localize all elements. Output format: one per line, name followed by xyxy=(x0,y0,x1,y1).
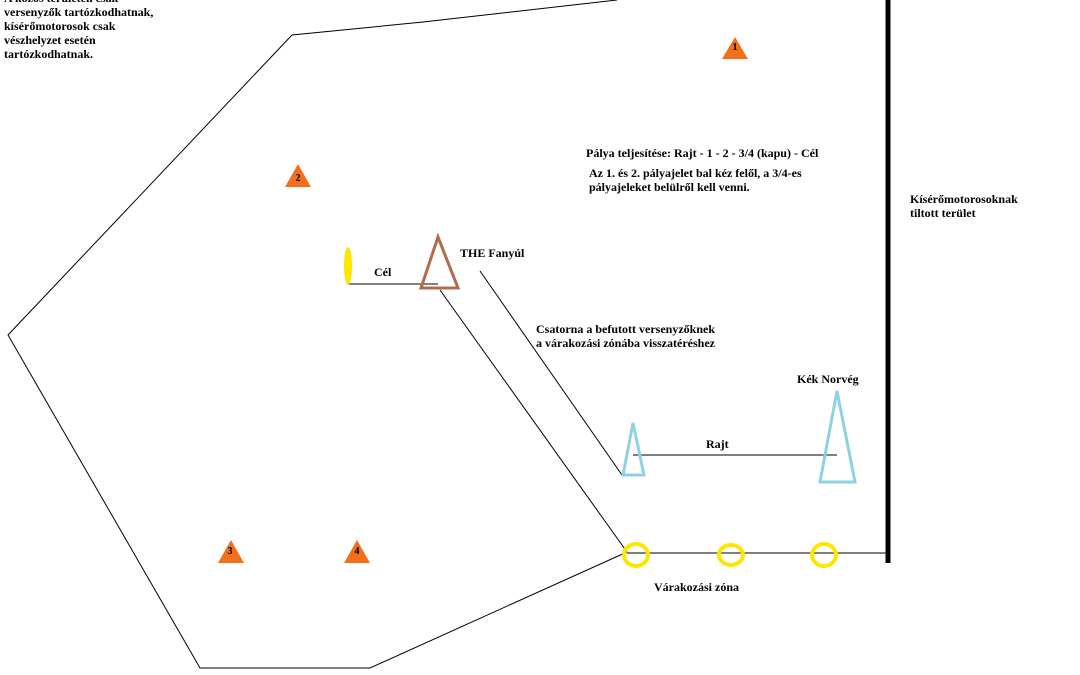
waiting-zone-label: Várakozási zóna xyxy=(654,580,739,594)
marker-number-4: 4 xyxy=(354,546,360,557)
finish-cone-fanyul xyxy=(418,232,461,290)
forbidden-area-line-1: Kísérőmotorosoknak xyxy=(910,192,1018,206)
finish-label: Cél xyxy=(374,265,392,279)
start-cone-left xyxy=(621,422,646,477)
marker-number-3: 3 xyxy=(227,546,233,557)
channel-label-line-2: a várakozási zónába visszatéréshez xyxy=(536,336,715,350)
waiting-ring-2 xyxy=(717,543,745,567)
course-boundary xyxy=(7,0,628,669)
channel-label: Csatorna a befutott versenyzőknek a vára… xyxy=(536,322,715,350)
channel-line-right xyxy=(479,270,623,476)
course-marker-2 xyxy=(285,164,311,187)
marker-instructions-note: Az 1. és 2. pályajelet bal kéz felől, a … xyxy=(589,166,802,194)
channel-line-left xyxy=(439,289,628,553)
course-marker-1 xyxy=(722,37,748,59)
course-marker-3 xyxy=(218,540,244,563)
kek-norveg-label: Kék Norvég xyxy=(797,372,859,386)
waiting-ring-1 xyxy=(622,542,650,568)
course-marker-4 xyxy=(344,540,370,563)
start-label: Rajt xyxy=(706,437,729,451)
marker-number-2: 2 xyxy=(295,173,301,184)
start-cone-kek-norveg xyxy=(818,390,857,484)
forbidden-area-line-2: tiltott terület xyxy=(910,206,976,220)
marker-instructions-line-1: Az 1. és 2. pályajelet bal kéz felől, a … xyxy=(589,166,802,180)
shared-area-note: A közös területen csak versenyzők tartóz… xyxy=(4,0,154,61)
fanyul-label: THE Fanyúl xyxy=(460,246,525,260)
finish-yellow-marker xyxy=(344,247,352,285)
marker-instructions-line-2: pályajeleket belülről kell venni. xyxy=(589,180,750,194)
forbidden-area-label: Kísérőmotorosoknak tiltott terület xyxy=(910,192,1018,220)
waiting-ring-3 xyxy=(810,542,838,568)
course-order-note: Pálya teljesítése: Rajt - 1 - 2 - 3/4 (k… xyxy=(586,146,819,160)
channel-label-line-1: Csatorna a befutott versenyzőknek xyxy=(536,322,715,336)
marker-number-1: 1 xyxy=(732,42,738,53)
